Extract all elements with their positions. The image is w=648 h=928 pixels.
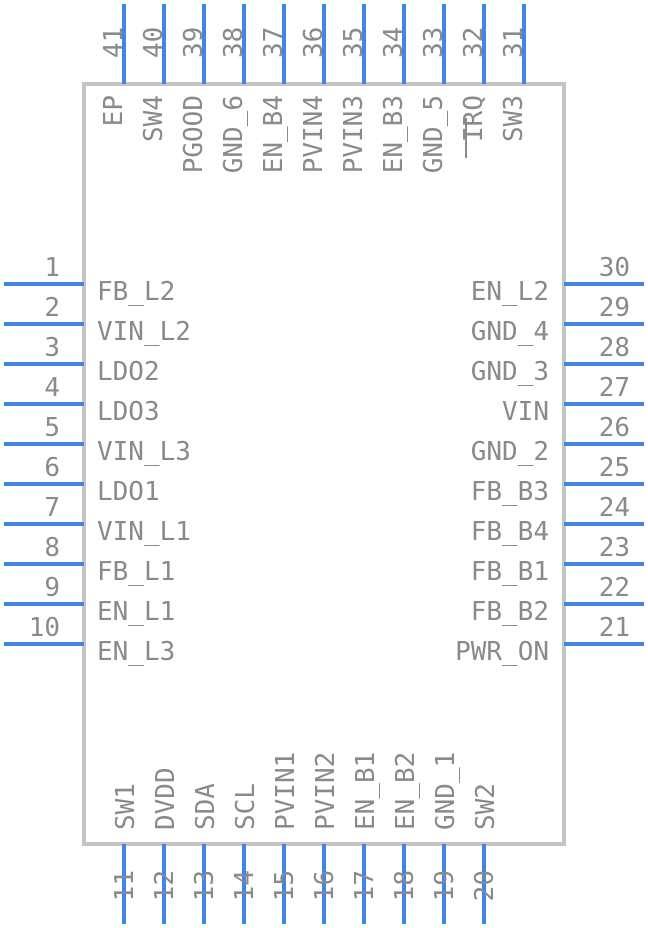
pin-2-number: 2 [44, 293, 60, 323]
pin-3-name: LDO2 [97, 357, 160, 387]
pin-17-number: 17 [350, 870, 380, 901]
pin-33-number: 33 [419, 27, 449, 58]
pin-29-number: 29 [599, 293, 630, 323]
pin-32-name: IRQ [459, 95, 489, 142]
pin-22-number: 22 [599, 573, 630, 603]
pin-8-number: 8 [44, 533, 60, 563]
pin-20-name: SW2 [471, 783, 501, 830]
pin-19-name: GND_1 [431, 752, 461, 830]
pin-6-number: 6 [44, 453, 60, 483]
pin-32-number: 32 [459, 27, 489, 58]
pin-1-name: FB_L2 [97, 277, 175, 307]
pin-7-number: 7 [44, 493, 60, 523]
pin-14-number: 14 [230, 870, 260, 901]
pin-27-name: VIN [502, 397, 549, 427]
pin-24-number: 24 [599, 493, 630, 523]
pin-14-name: SCL [231, 783, 261, 830]
pin-18-name: EN_B2 [391, 752, 421, 830]
pin-4-number: 4 [44, 373, 60, 403]
pin-13-number: 13 [190, 870, 220, 901]
pin-17-name: EN_B1 [351, 752, 381, 830]
pin-28-name: GND_3 [471, 357, 549, 387]
ic-package-body [82, 82, 566, 846]
pin-30-number: 30 [599, 253, 630, 283]
pin-12-number: 12 [150, 870, 180, 901]
pin-12-name: DVDD [151, 767, 181, 830]
pin-38-number: 38 [219, 27, 249, 58]
pin-11-number: 11 [110, 870, 140, 901]
pin-38-name: GND_6 [219, 95, 249, 173]
pin-5-name: VIN_L3 [97, 437, 191, 467]
pin-25-name: FB_B3 [471, 477, 549, 507]
pin-29-name: GND_4 [471, 317, 549, 347]
pin-13-name: SDA [191, 783, 221, 830]
pin-20-number: 20 [470, 870, 500, 901]
pin-6-name: LDO1 [97, 477, 160, 507]
pin-9-name: EN_L1 [97, 597, 175, 627]
pin-19-number: 19 [430, 870, 460, 901]
pin-40-name: SW4 [139, 95, 169, 142]
pin-31-number: 31 [499, 27, 529, 58]
pin-26-name: GND_2 [471, 437, 549, 467]
pin-37-number: 37 [259, 27, 289, 58]
pin-5-number: 5 [44, 413, 60, 443]
pin-10-name: EN_L3 [97, 637, 175, 667]
pin-18-number: 18 [390, 870, 420, 901]
pin-35-number: 35 [339, 27, 369, 58]
pin-25-number: 25 [599, 453, 630, 483]
pin-22-name: FB_B2 [471, 597, 549, 627]
pin-2-name: VIN_L2 [97, 317, 191, 347]
pin-9-number: 9 [44, 573, 60, 603]
pin-1-number: 1 [44, 253, 60, 283]
pin-21-name: PWR_ON [455, 637, 549, 667]
pin-7-name: VIN_L1 [97, 517, 191, 547]
pin-36-name: PVIN4 [299, 95, 329, 173]
pin-39-number: 39 [179, 27, 209, 58]
pin-39-name: PGOOD [179, 95, 209, 173]
pin-24-name: FB_B4 [471, 517, 549, 547]
pin-28-number: 28 [599, 333, 630, 363]
pin-41-name: EP [99, 95, 129, 126]
pin-34-name: EN_B3 [379, 95, 409, 173]
pin-10-number: 10 [29, 613, 60, 643]
pin-16-number: 16 [310, 870, 340, 901]
pin-4-name: LDO3 [97, 397, 160, 427]
pin-40-number: 40 [139, 27, 169, 58]
pin-30-name: EN_L2 [471, 277, 549, 307]
pin-33-name: GND_5 [419, 95, 449, 173]
pin-31-name: SW3 [499, 95, 529, 142]
pin-8-name: FB_L1 [97, 557, 175, 587]
pin-36-number: 36 [299, 27, 329, 58]
pin-23-number: 23 [599, 533, 630, 563]
pin-23-name: FB_B1 [471, 557, 549, 587]
pin-3-number: 3 [44, 333, 60, 363]
pin-11-name: SW1 [111, 783, 141, 830]
pin-21-number: 21 [599, 613, 630, 643]
pin-41-number: 41 [99, 27, 129, 58]
pin-27-number: 27 [599, 373, 630, 403]
pin-35-name: PVIN3 [339, 95, 369, 173]
pin-34-number: 34 [379, 27, 409, 58]
pin-15-number: 15 [270, 870, 300, 901]
pin-26-number: 26 [599, 413, 630, 443]
pin-37-name: EN_B4 [259, 95, 289, 173]
pin-16-name: PVIN2 [311, 752, 341, 830]
pin-15-name: PVIN1 [271, 752, 301, 830]
